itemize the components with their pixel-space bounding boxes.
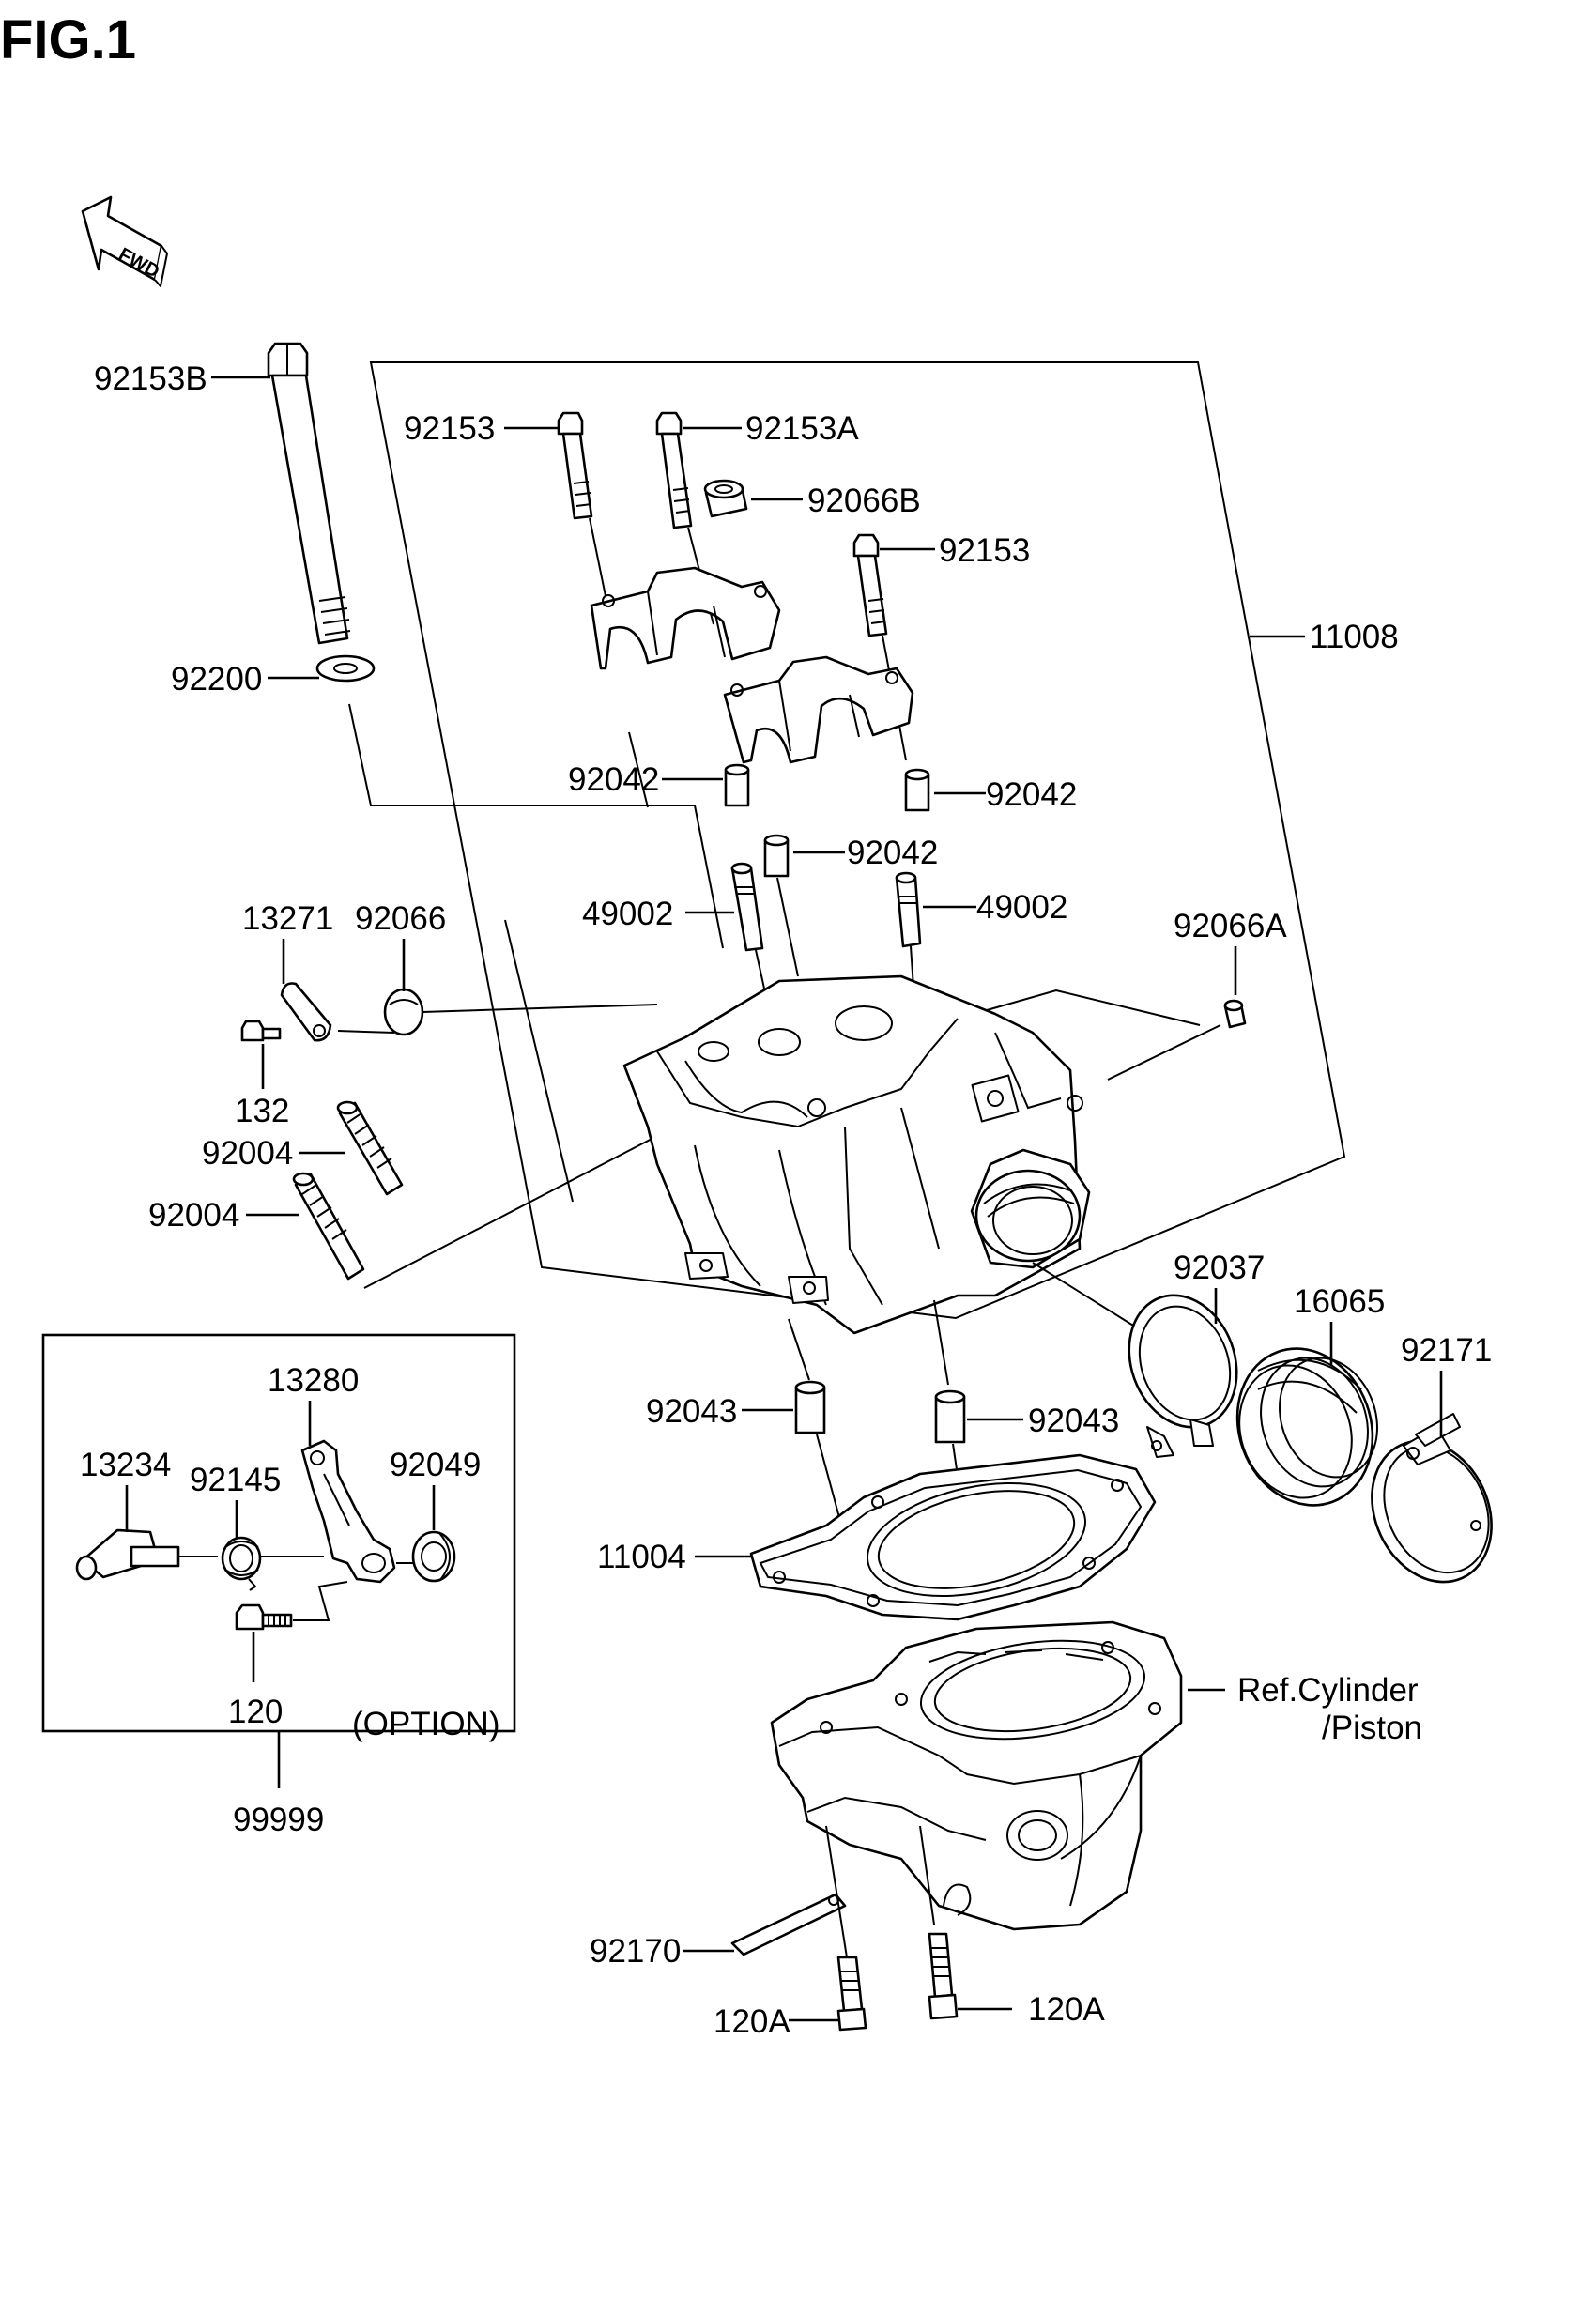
- label-92170: 92170: [590, 1933, 681, 1970]
- oil-seal-92049: [411, 1530, 456, 1583]
- bolt-120A-a: [836, 1956, 867, 2032]
- label-11004: 11004: [597, 1539, 686, 1575]
- label-120A-b: 120A: [1028, 1991, 1105, 2028]
- label-ref-piston: /Piston: [1322, 1710, 1422, 1746]
- label-92171: 92171: [1401, 1332, 1492, 1369]
- cylinder-head: [622, 974, 1091, 1335]
- plug-92066: [383, 988, 424, 1036]
- dowel-pin-92042-b: [904, 768, 930, 812]
- head-gasket-11004: [749, 1453, 1157, 1621]
- label-92043-b: 92043: [1028, 1403, 1119, 1439]
- label-16065: 16065: [1294, 1283, 1385, 1320]
- stud-92004-a: [336, 1100, 404, 1196]
- dowel-pin-92042-c: [763, 834, 790, 878]
- guide-line-92066: [422, 1004, 658, 1013]
- label-11008: 11008: [1310, 619, 1399, 655]
- clamp-92171: [1371, 1413, 1493, 1584]
- label-92200: 92200: [171, 661, 262, 698]
- strap-92170: [730, 1893, 847, 1956]
- label-49002-b: 49002: [976, 889, 1067, 926]
- label-92153A: 92153A: [745, 410, 859, 447]
- label-132: 132: [235, 1093, 289, 1129]
- bushing-92066B: [703, 479, 748, 518]
- label-120: 120: [228, 1694, 283, 1730]
- label-92004-b: 92004: [148, 1197, 239, 1234]
- label-13280: 13280: [268, 1362, 359, 1399]
- camshaft-cap-upper: [590, 566, 781, 670]
- bolt-92153B: [267, 342, 351, 645]
- intake-joint-16065: [1235, 1347, 1378, 1507]
- label-120A-a: 120A: [714, 2003, 790, 2040]
- valve-guide-49002-b: [895, 871, 922, 948]
- label-13271: 13271: [242, 900, 333, 937]
- bracket-13271: [280, 982, 332, 1042]
- label-92037: 92037: [1174, 1250, 1265, 1286]
- label-92145: 92145: [190, 1462, 281, 1498]
- label-92153-a: 92153: [404, 410, 495, 447]
- label-92042-b: 92042: [986, 776, 1077, 813]
- label-92066A: 92066A: [1174, 908, 1287, 944]
- dowel-pin-92042-a: [724, 763, 750, 807]
- bolt-92153A: [655, 411, 693, 529]
- sensor-13234: [75, 1528, 180, 1581]
- bolt-132: [240, 1020, 282, 1042]
- label-13234: 13234: [80, 1447, 171, 1483]
- label-99999: 99999: [233, 1802, 324, 1838]
- label-49002-a: 49002: [582, 896, 673, 932]
- forward-direction-arrow-icon: FWD: [81, 195, 168, 287]
- label-92066B: 92066B: [807, 483, 921, 519]
- option-box: [41, 1333, 516, 1733]
- assembly-11008-outline: [369, 361, 1346, 1320]
- label-92066: 92066: [355, 900, 446, 937]
- label-92153-b: 92153: [939, 532, 1030, 569]
- guide-line-92200: [348, 703, 724, 949]
- dowel-pin-92043-a: [794, 1380, 826, 1434]
- label-92043-a: 92043: [646, 1393, 737, 1430]
- label-92153B: 92153B: [94, 360, 207, 397]
- label-92042-a: 92042: [568, 761, 659, 798]
- bolt-92153-a: [557, 411, 593, 520]
- bolt-92153-b: [852, 533, 888, 637]
- gasket-92037: [1128, 1294, 1238, 1458]
- valve-guide-49002-a: [730, 862, 764, 952]
- washer-92200: [315, 654, 376, 683]
- lever-13280: [300, 1439, 396, 1584]
- plug-92066A: [1223, 999, 1247, 1029]
- bolt-120: [235, 1603, 293, 1631]
- guide-line-exhaust: [1032, 1262, 1146, 1334]
- label-92042-c: 92042: [847, 835, 938, 871]
- label-option: (OPTION): [352, 1706, 499, 1742]
- label-92004-a: 92004: [202, 1135, 293, 1172]
- camshaft-cap-lower: [723, 655, 914, 764]
- stud-92004-b: [292, 1172, 365, 1281]
- spring-92145: [221, 1536, 262, 1591]
- bolt-120A-b: [928, 1932, 959, 2020]
- figure-title: FIG.1: [0, 9, 136, 70]
- label-ref-cylinder: Ref.Cylinder: [1237, 1672, 1419, 1709]
- label-92049: 92049: [390, 1447, 481, 1483]
- dowel-pin-92043-b: [934, 1389, 966, 1444]
- cylinder-ref: [770, 1620, 1183, 1931]
